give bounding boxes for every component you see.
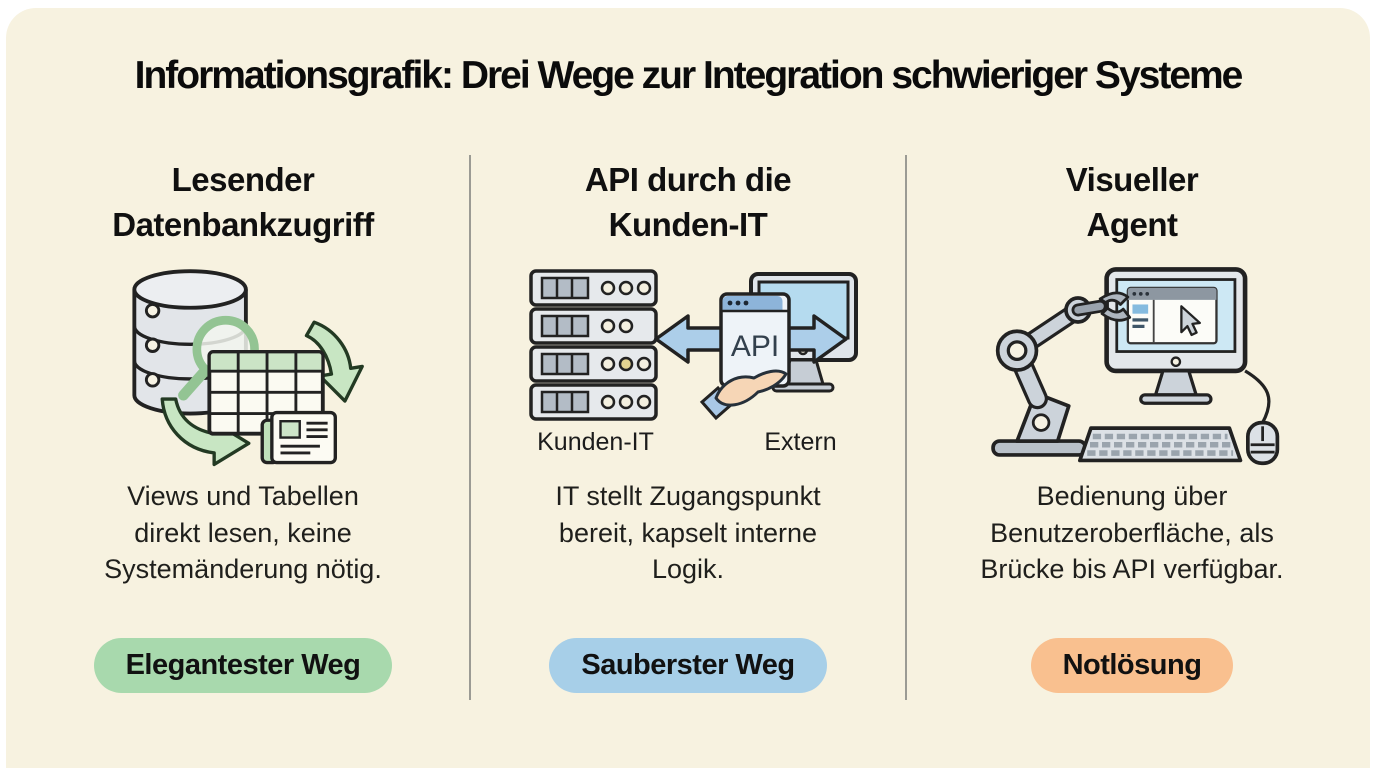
robot-arm-icon (991, 291, 1132, 457)
column-heading: API durch die Kunden-IT (584, 161, 792, 243)
api-handoff-icon: API (528, 269, 858, 421)
icon-area (118, 258, 368, 470)
column-description: Bedienung über Benutzeroberfläche, als B… (980, 481, 1284, 585)
agent-monitor-icon (1104, 267, 1248, 405)
label-extern: Extern (764, 428, 837, 456)
api-window-label: API (730, 330, 778, 363)
curved-arrow-right-icon (304, 320, 364, 403)
arrow-left-icon (653, 314, 730, 364)
visual-agent-icon (991, 267, 1280, 466)
column-divider-left (469, 155, 471, 700)
badge-notloesung: Notlösung (1030, 638, 1234, 693)
database-read-icon (132, 269, 364, 467)
curved-arrow-bottom-icon (160, 397, 251, 467)
icon-area (982, 258, 1282, 470)
column-api: API durch die Kunden-IT (470, 150, 906, 693)
column-database-access: Lesender Datenbankzugriff (0, 150, 470, 693)
cursor-icon (1180, 305, 1201, 337)
column-heading: Visueller Agent (1065, 161, 1199, 243)
keyboard-icon (1078, 426, 1243, 463)
server-rack-icon (528, 269, 658, 421)
badge-sauberster-weg: Sauberster Weg (549, 638, 827, 693)
label-kunden-it: Kunden-IT (537, 428, 654, 456)
column-heading: Lesender Datenbankzugriff (112, 161, 374, 243)
icon-caption-row: Kunden-IT Extern (516, 428, 861, 462)
column-divider-right (905, 155, 907, 700)
hand-icon (699, 369, 787, 421)
page-title: Informationsgrafik: Drei Wege zur Integr… (134, 54, 1244, 97)
badge-elegantester-weg: Elegantester Weg (93, 638, 393, 693)
column-description: IT stellt Zugangspunkt bereit, kapselt i… (555, 481, 821, 585)
mouse-icon (1244, 369, 1280, 466)
column-visual-agent: Visueller Agent (906, 150, 1376, 693)
icon-area: API Kunden-IT Extern (516, 258, 861, 470)
report-document-icon (260, 410, 337, 465)
api-window-icon: API (718, 292, 791, 388)
columns-container: Lesender Datenbankzugriff (0, 150, 1376, 693)
column-description: Views und Tabellen direkt lesen, keine S… (104, 481, 382, 585)
